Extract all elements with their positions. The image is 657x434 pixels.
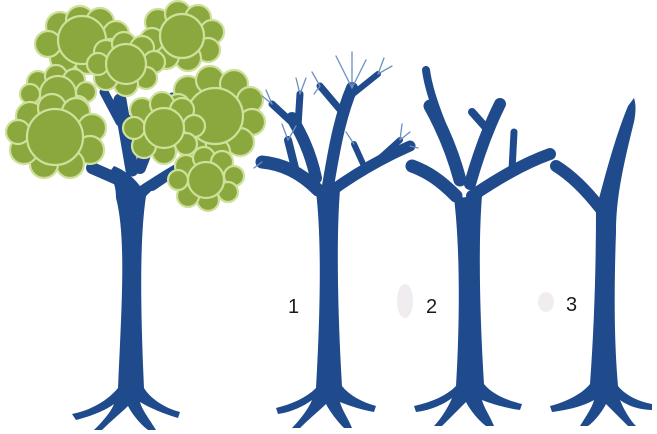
stage-3-label: 3 — [566, 294, 577, 316]
canopy-cluster — [87, 32, 165, 96]
smudge-mark — [538, 292, 554, 312]
canopy-cluster — [168, 147, 244, 211]
stage-1-label: 1 — [288, 296, 299, 318]
stage-3-trunk — [550, 98, 652, 426]
stage-1-branches — [262, 74, 410, 192]
healthy-tree — [6, 1, 265, 430]
tree-stage-2: 2 — [397, 70, 550, 426]
tree-stage-1: 1 — [254, 52, 418, 428]
stage-2-label: 2 — [426, 296, 437, 318]
tree-stage-3: 3 — [538, 98, 652, 426]
smudge-mark — [397, 284, 413, 318]
stage-2-branches — [412, 70, 550, 196]
healthy-tree-trunk — [72, 160, 186, 430]
healthy-tree-canopy — [6, 1, 265, 211]
stage-3-branches — [556, 166, 600, 208]
canopy-cluster — [123, 92, 205, 164]
